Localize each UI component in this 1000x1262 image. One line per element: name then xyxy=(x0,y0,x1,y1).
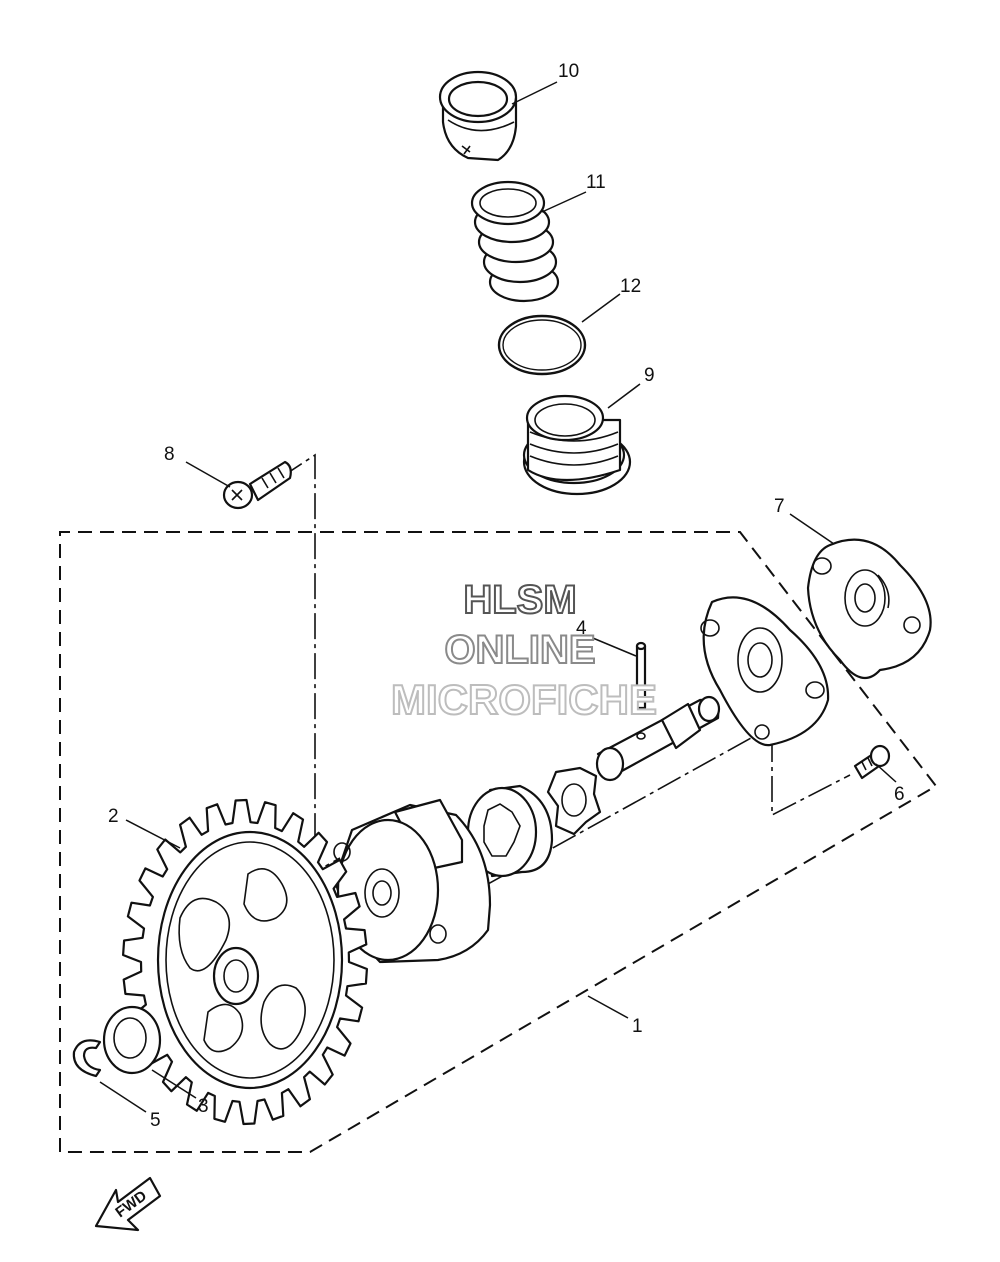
part-9-plug[interactable] xyxy=(522,394,632,496)
part-4-dowel-pin[interactable] xyxy=(635,641,647,710)
callout-6: 6 xyxy=(894,784,905,805)
watermark-line-2: ONLINE xyxy=(444,628,595,672)
pump-shaft[interactable] xyxy=(595,695,721,782)
callout-10: 10 xyxy=(558,61,579,82)
callout-7: 7 xyxy=(774,496,785,517)
inner-rotor[interactable] xyxy=(546,766,602,836)
part-3-washer[interactable] xyxy=(102,1005,162,1075)
callout-5: 5 xyxy=(150,1110,161,1131)
part-2-drive-gear[interactable] xyxy=(122,798,368,1126)
callout-8: 8 xyxy=(164,444,175,465)
part-11-spring[interactable] xyxy=(470,180,560,303)
callout-11: 11 xyxy=(586,172,606,193)
watermark-line-1: HLSM xyxy=(463,578,576,622)
part-8-screw[interactable] xyxy=(222,460,292,510)
leader-lines xyxy=(99,81,897,1113)
callout-12: 12 xyxy=(620,276,641,297)
callout-9: 9 xyxy=(644,365,655,386)
part-7-gasket[interactable] xyxy=(806,538,932,680)
pump-cover-plate[interactable] xyxy=(700,596,830,747)
callouts: 10 11 12 9 8 7 4 6 2 1 3 5 xyxy=(108,61,905,1131)
callout-3: 3 xyxy=(198,1096,209,1117)
fwd-arrow-icon: FWD xyxy=(94,1176,162,1232)
watermark: HLSM ONLINE MICROFICHE xyxy=(390,577,658,724)
callout-1: 1 xyxy=(632,1016,643,1037)
part-10-cap[interactable] xyxy=(438,70,518,162)
outer-rotor[interactable] xyxy=(466,784,554,878)
watermark-line-3: MICROFICHE xyxy=(391,676,657,723)
callout-4: 4 xyxy=(576,618,587,639)
part-12-o-ring[interactable] xyxy=(497,314,587,376)
part-5-circlip[interactable] xyxy=(72,1039,102,1078)
callout-2: 2 xyxy=(108,806,119,827)
pump-body[interactable] xyxy=(333,798,492,964)
part-6-screw[interactable] xyxy=(853,744,891,780)
